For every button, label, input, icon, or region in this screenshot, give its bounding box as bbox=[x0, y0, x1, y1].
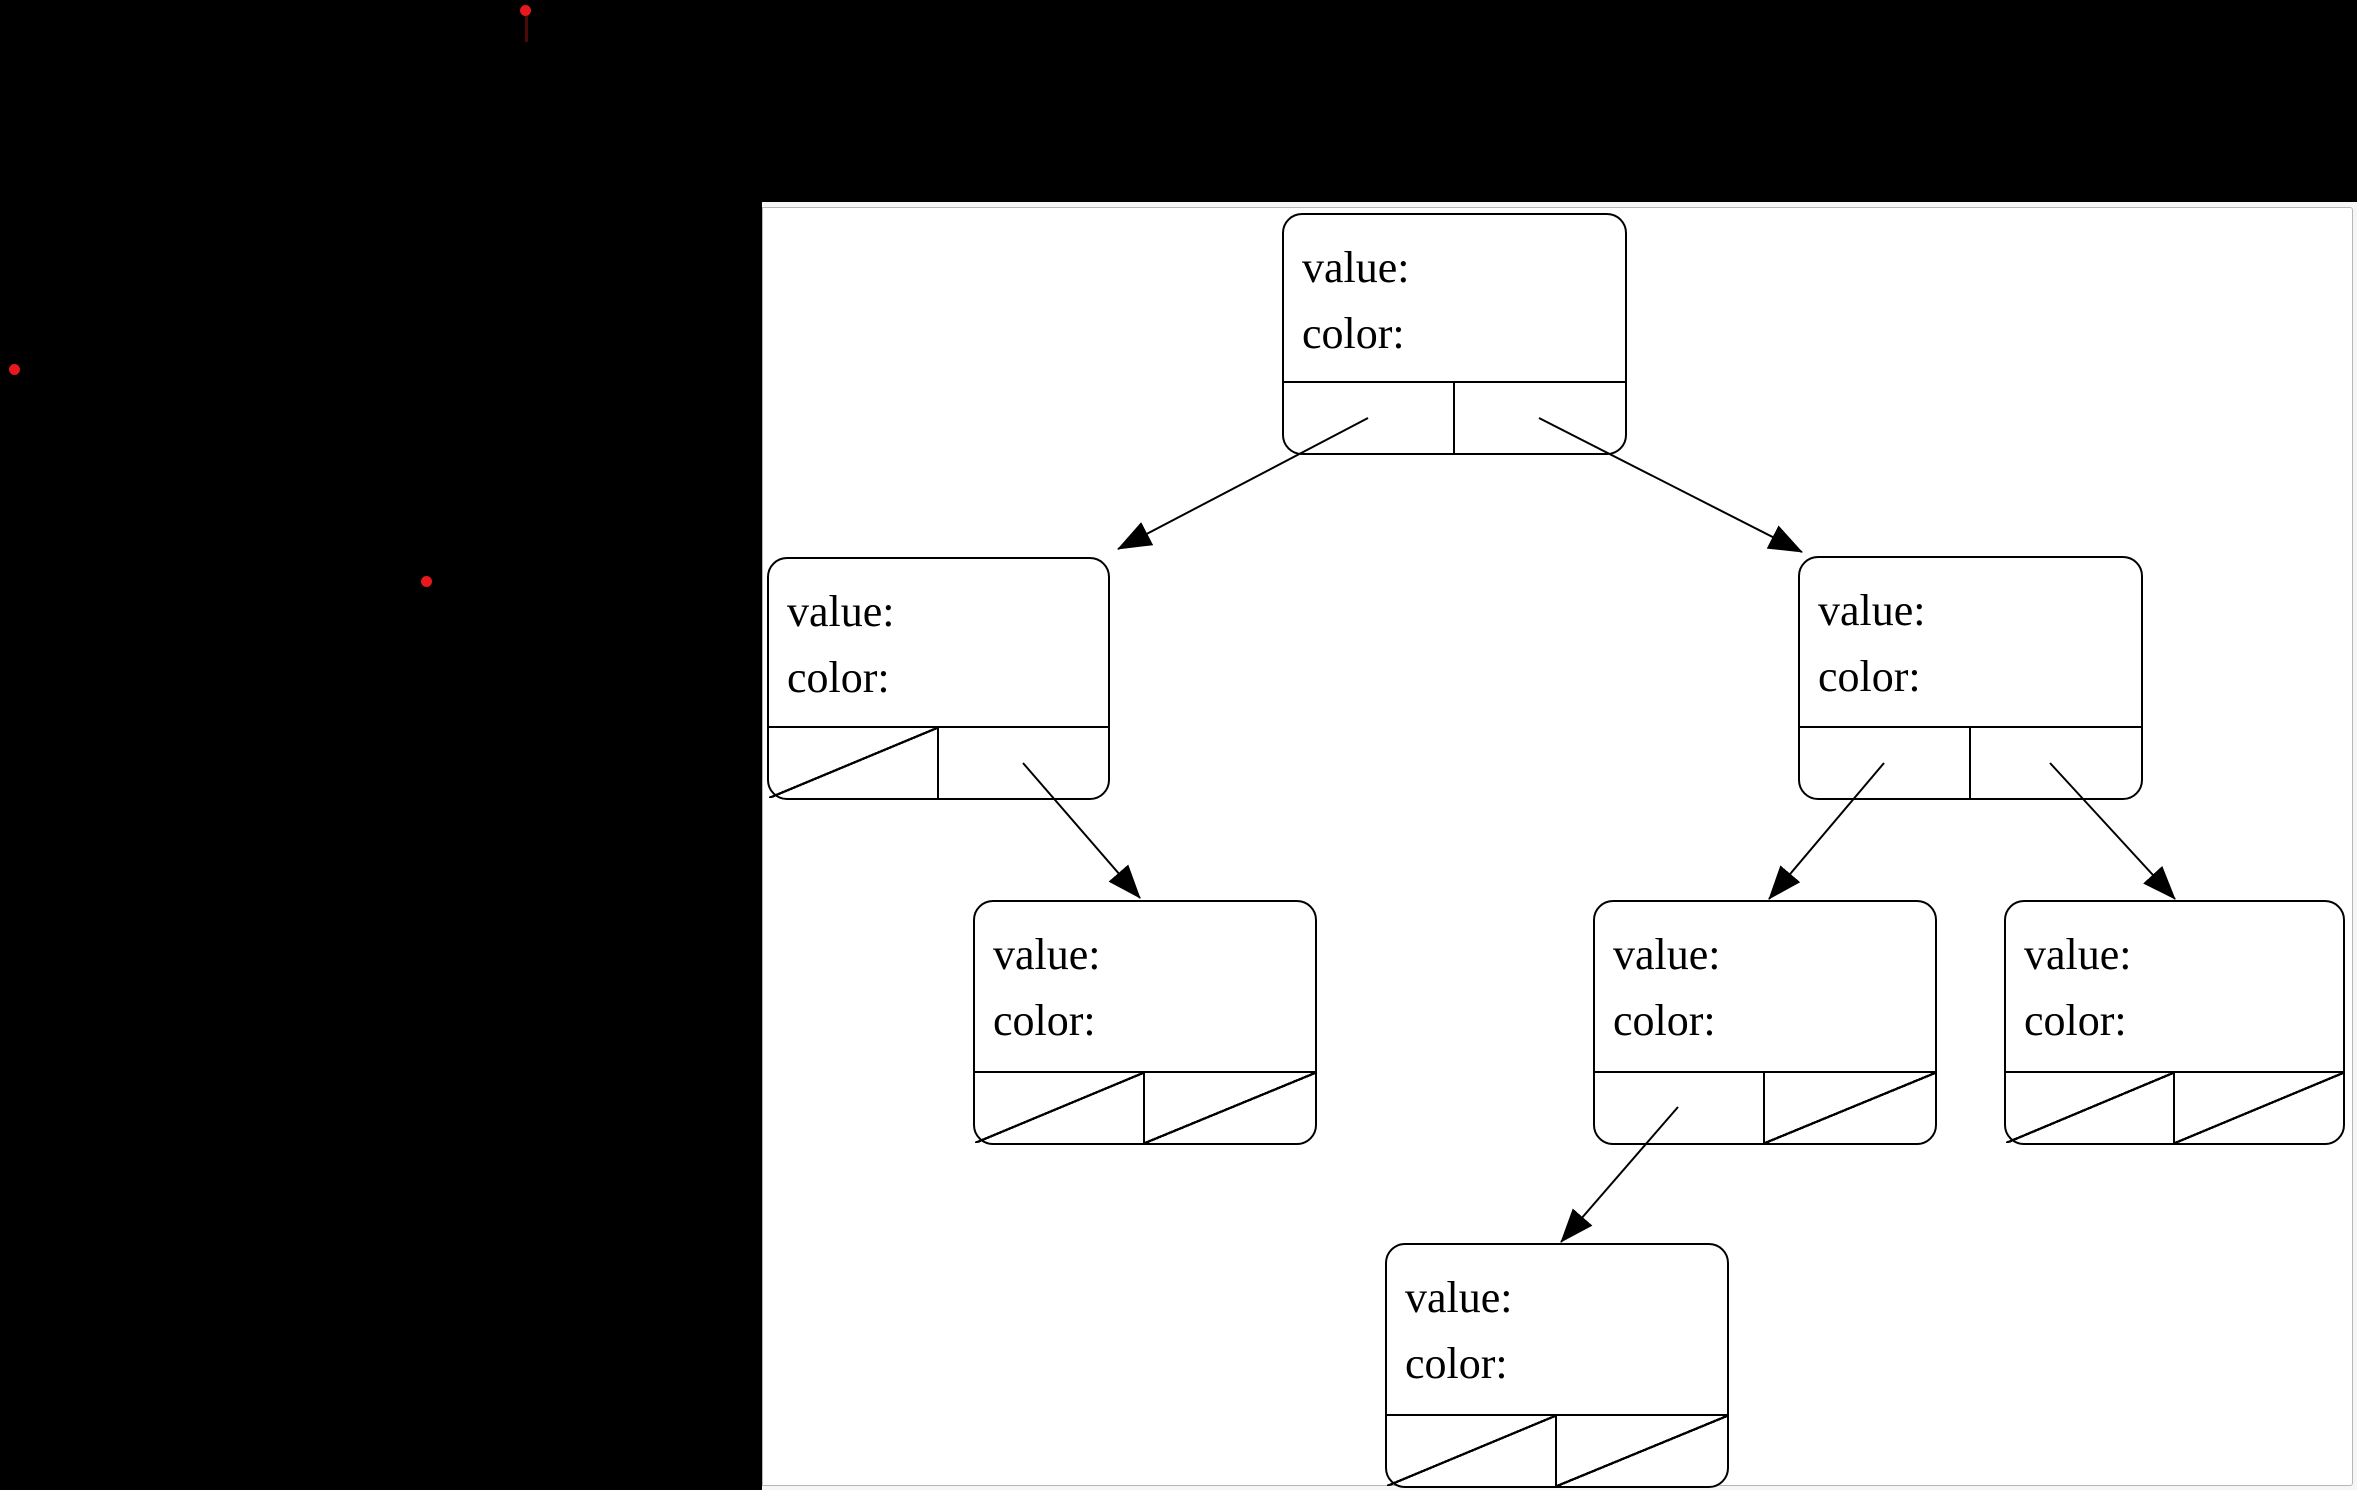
right-pointer-cell-null bbox=[1557, 1416, 1727, 1486]
pointer-row bbox=[1387, 1414, 1727, 1486]
tree-node-right-right-grandchild: value: color: bbox=[2004, 900, 2345, 1145]
tree-node-right-left-grandchild: value: color: bbox=[1593, 900, 1937, 1145]
value-field-label: value: bbox=[787, 587, 895, 636]
right-pointer-cell-null bbox=[1145, 1073, 1315, 1143]
color-field-label: color: bbox=[1302, 309, 1405, 358]
pointer-row bbox=[2006, 1071, 2343, 1143]
red-dot-icon bbox=[421, 576, 432, 587]
color-field-label: color: bbox=[1405, 1339, 1508, 1388]
color-field-label: color: bbox=[993, 996, 1096, 1045]
left-pointer-cell bbox=[1284, 383, 1455, 453]
left-pointer-cell-null bbox=[769, 728, 939, 798]
pointer-row bbox=[1800, 726, 2141, 798]
value-field-label: value: bbox=[2024, 930, 2132, 979]
color-field-label: color: bbox=[1613, 996, 1716, 1045]
red-dot-tail bbox=[525, 16, 528, 42]
left-pointer-cell-null bbox=[2006, 1073, 2175, 1143]
node-fields: value: color: bbox=[2006, 902, 2343, 1071]
red-dot-icon bbox=[520, 5, 531, 16]
left-pointer-cell bbox=[1595, 1073, 1765, 1143]
value-field-label: value: bbox=[1818, 586, 1926, 635]
left-pointer-cell-null bbox=[975, 1073, 1145, 1143]
tree-node-root: value: color: bbox=[1282, 213, 1627, 455]
pointer-row bbox=[1284, 381, 1625, 453]
tree-node-right-child: value: color: bbox=[1798, 556, 2143, 800]
pointer-row bbox=[975, 1071, 1315, 1143]
value-field-label: value: bbox=[1405, 1273, 1513, 1322]
color-field-label: color: bbox=[1818, 652, 1921, 701]
tree-node-right-left-left-greatgrandchild: value: color: bbox=[1385, 1243, 1729, 1488]
binary-tree-diagram: value: color: value: color: bbox=[762, 202, 2357, 1490]
node-fields: value: color: bbox=[975, 902, 1315, 1071]
value-field-label: value: bbox=[1302, 243, 1410, 292]
node-fields: value: color: bbox=[1595, 902, 1935, 1071]
right-pointer-cell-null bbox=[1765, 1073, 1935, 1143]
left-pointer-cell bbox=[1800, 728, 1971, 798]
node-fields: value: color: bbox=[1387, 1245, 1727, 1414]
right-pointer-cell bbox=[1971, 728, 2142, 798]
color-field-label: color: bbox=[2024, 996, 2127, 1045]
pointer-row bbox=[1595, 1071, 1935, 1143]
red-dot-icon bbox=[9, 364, 20, 375]
diagram-window: value: color: value: color: bbox=[762, 202, 2357, 1490]
pointer-row bbox=[769, 726, 1108, 798]
tree-node-left-child: value: color: bbox=[767, 557, 1110, 800]
node-fields: value: color: bbox=[769, 559, 1108, 726]
tree-node-left-right-grandchild: value: color: bbox=[973, 900, 1317, 1145]
node-fields: value: color: bbox=[1284, 215, 1625, 381]
node-fields: value: color: bbox=[1800, 558, 2141, 726]
color-field-label: color: bbox=[787, 653, 890, 702]
right-pointer-cell bbox=[939, 728, 1109, 798]
value-field-label: value: bbox=[993, 930, 1101, 979]
value-field-label: value: bbox=[1613, 930, 1721, 979]
left-pointer-cell-null bbox=[1387, 1416, 1557, 1486]
right-pointer-cell bbox=[1455, 383, 1626, 453]
right-pointer-cell-null bbox=[2174, 1073, 2343, 1143]
